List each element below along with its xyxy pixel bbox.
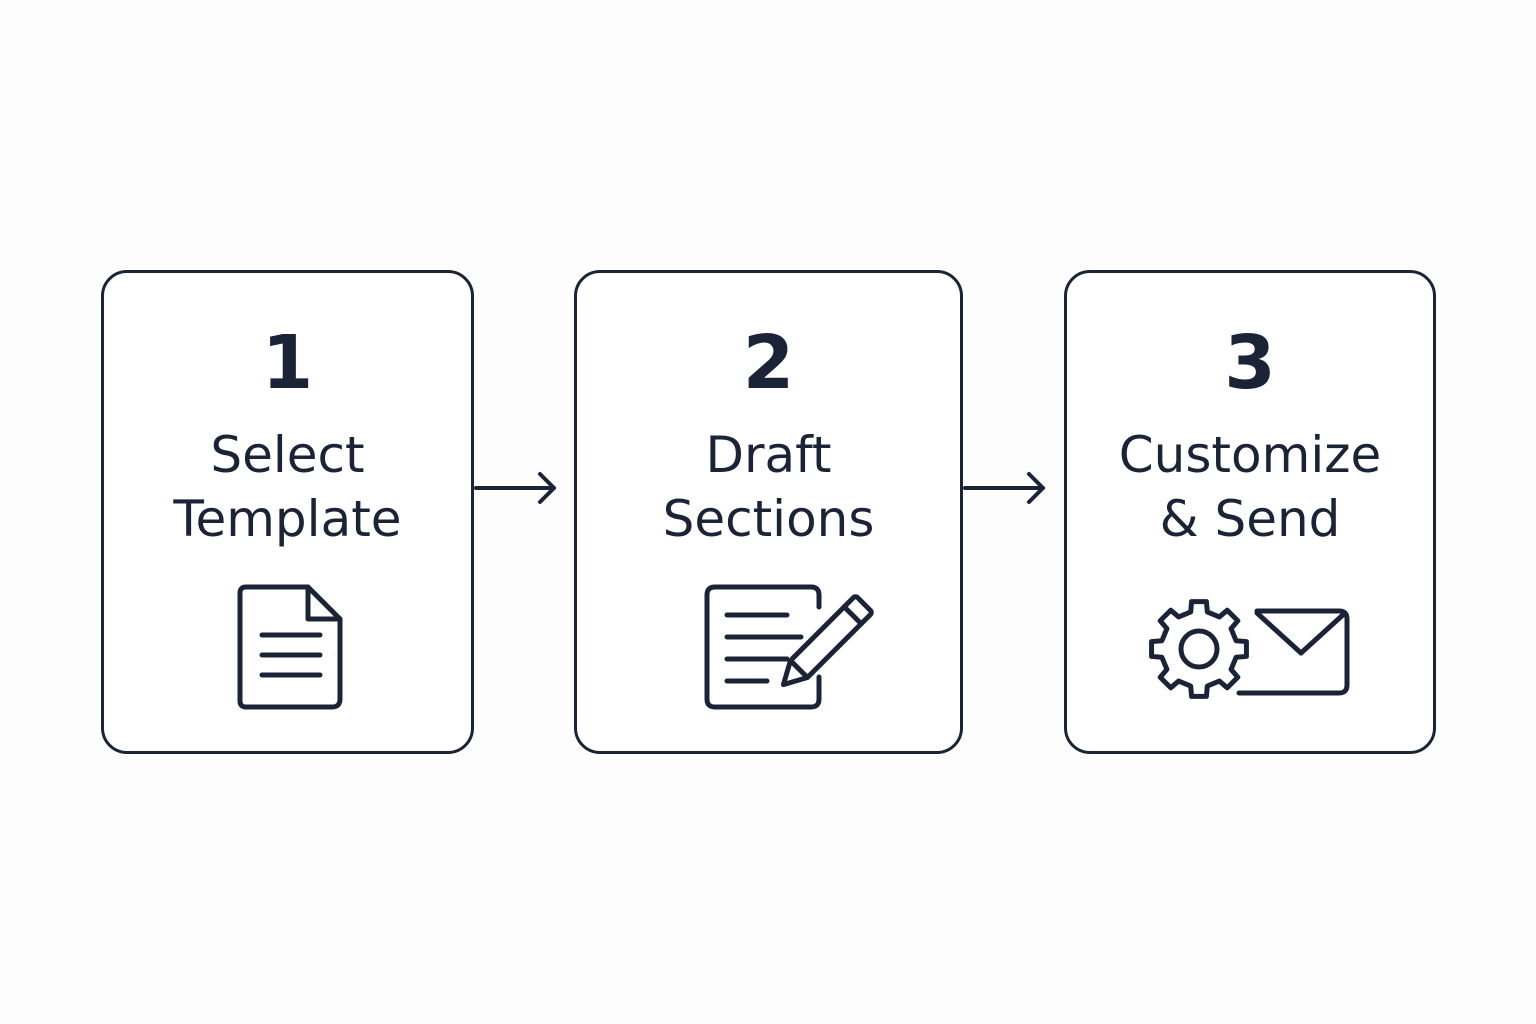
step-number: 3 bbox=[1224, 320, 1276, 406]
step-title-line: Select bbox=[210, 426, 365, 484]
envelope-icon bbox=[1236, 608, 1350, 696]
step-title-line: Draft bbox=[705, 426, 832, 484]
document-pencil-icon bbox=[704, 584, 874, 710]
arrow-right-icon bbox=[474, 472, 556, 504]
step-number: 1 bbox=[261, 320, 314, 406]
step-title: Select Template bbox=[104, 423, 471, 551]
step-title-line: & Send bbox=[1159, 490, 1341, 548]
arrow-right-icon bbox=[963, 472, 1045, 504]
step-title: Draft Sections bbox=[577, 423, 960, 551]
step-2-box: 2 Draft Sections bbox=[574, 270, 963, 754]
step-title: Customize & Send bbox=[1067, 423, 1433, 551]
document-icon bbox=[237, 584, 343, 710]
step-title-line: Customize bbox=[1118, 426, 1382, 484]
step-1-box: 1 Select Template bbox=[101, 270, 474, 754]
step-title-line: Sections bbox=[662, 490, 875, 548]
step-3-box: 3 Customize & Send bbox=[1064, 270, 1436, 754]
step-title-line: Template bbox=[173, 490, 402, 548]
step-number: 2 bbox=[742, 320, 795, 406]
gear-icon bbox=[1149, 599, 1249, 699]
